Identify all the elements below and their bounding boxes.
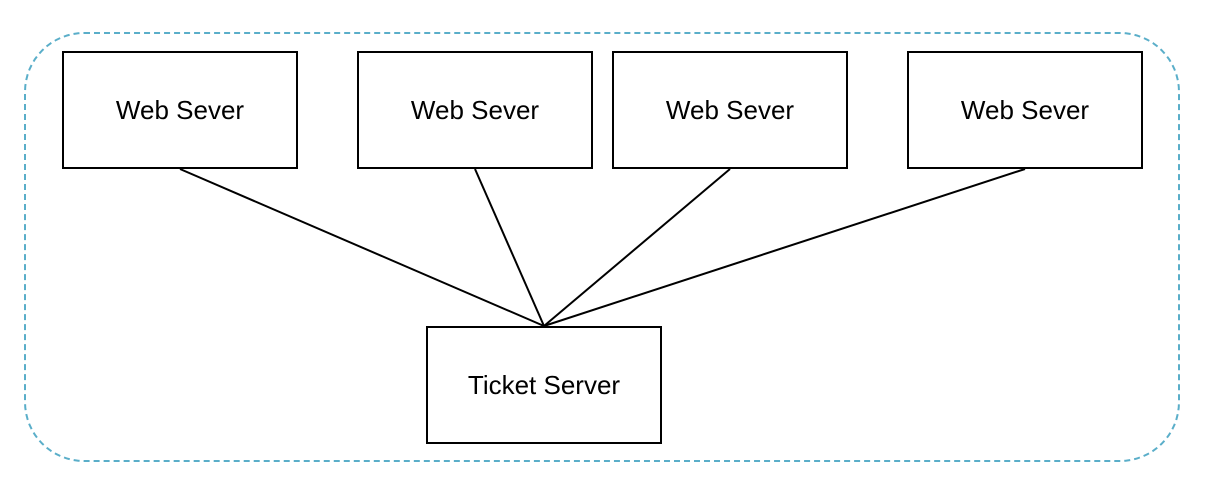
connector-web-4-to-ticket [543, 168, 1026, 327]
web-server-label: Web Sever [960, 94, 1090, 125]
server-group-boundary [24, 32, 1180, 462]
connector-web-3-to-ticket [543, 168, 731, 327]
web-server-label: Web Sever [665, 94, 795, 125]
connector-web-2-to-ticket [474, 168, 545, 327]
web-server-node-1[interactable]: Web Sever [62, 51, 298, 169]
web-server-label: Web Sever [410, 94, 540, 125]
web-server-node-3[interactable]: Web Sever [612, 51, 848, 169]
ticket-server-node[interactable]: Ticket Server [426, 326, 662, 444]
web-server-label: Web Sever [115, 94, 245, 125]
web-server-node-4[interactable]: Web Sever [907, 51, 1143, 169]
web-server-node-2[interactable]: Web Sever [357, 51, 593, 169]
ticket-server-label: Ticket Server [467, 369, 621, 400]
connector-web-1-to-ticket [179, 168, 545, 327]
